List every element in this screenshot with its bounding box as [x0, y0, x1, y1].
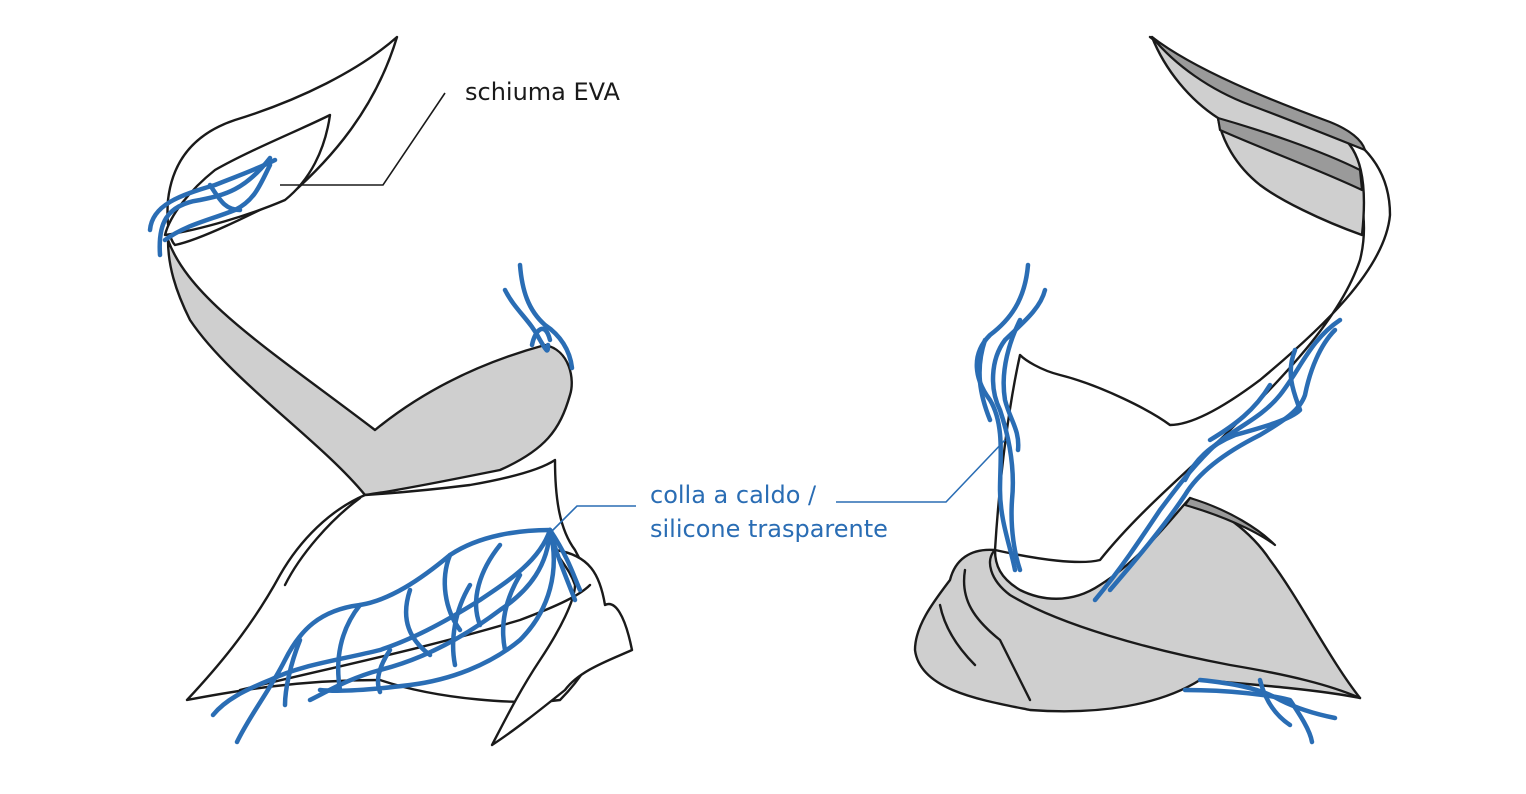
- glue-strand: [157, 155, 273, 258]
- left-ribbon: [166, 238, 573, 497]
- glue-strand: [473, 542, 503, 628]
- glue-strand: [1001, 317, 1023, 453]
- glue-strand: [375, 647, 393, 695]
- glue-strand: [1207, 382, 1273, 443]
- glue-strand: [974, 262, 1031, 573]
- glue-strand: [1182, 687, 1315, 745]
- glue-leader-line-right: [836, 439, 1006, 503]
- glue-strand: [1197, 677, 1338, 721]
- glue-label-line1: colla a caldo /: [650, 481, 817, 509]
- glue-strand: [307, 527, 553, 703]
- left-tail-inner: [163, 113, 332, 237]
- left-fold-line-2: [283, 496, 362, 587]
- right-rim-line-2: [962, 568, 1032, 702]
- right-rim-line: [988, 548, 1362, 700]
- left-piece: [163, 35, 634, 747]
- glue-strand: [547, 527, 583, 593]
- glue-strand: [977, 337, 993, 423]
- glue-strand: [282, 637, 303, 708]
- glue-strand: [207, 182, 243, 213]
- glue-strand: [529, 326, 553, 348]
- foam-label: schiuma EVA: [465, 78, 621, 106]
- glue-strand: [317, 527, 556, 693]
- glue-strands: [147, 155, 1343, 745]
- right-rim-line-3: [938, 603, 977, 667]
- glue-strand: [403, 587, 433, 658]
- glue-strand: [450, 582, 473, 668]
- glue-strand: [1107, 327, 1338, 593]
- glue-strand: [502, 287, 551, 353]
- right-rim-edge: [1183, 496, 1277, 547]
- glue-leader-line-left: [551, 505, 636, 532]
- glue-strand: [210, 527, 553, 718]
- glue-strand: [500, 572, 523, 653]
- right-outer-band: [993, 35, 1392, 564]
- right-tail-edge: [1150, 35, 1367, 152]
- glue-strand: [547, 527, 578, 603]
- glue-label-line2: silicone trasparente: [650, 515, 888, 543]
- glue-strand: [147, 157, 278, 233]
- right-lower-body: [913, 496, 1362, 713]
- glue-strand: [1182, 347, 1303, 483]
- glue-strand: [335, 602, 363, 693]
- right-piece: [913, 35, 1392, 713]
- glue-strand: [1257, 677, 1293, 728]
- glue-strand: [517, 262, 575, 371]
- right-tail-inner-edge: [1216, 116, 1364, 192]
- foam-leader-line: [280, 92, 446, 186]
